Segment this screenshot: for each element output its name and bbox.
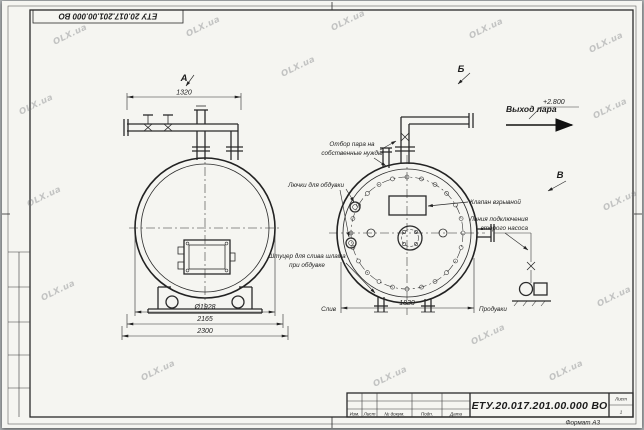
steam-outlet-label: Выход пара (506, 104, 557, 114)
blow-hatch-2 (345, 237, 357, 249)
dim-2165-label: 2165 (196, 316, 213, 323)
view-label-b: Б (458, 64, 465, 75)
tb-sheet-number: 1 (620, 410, 623, 415)
tb-doc-number: ЕТУ.20.017.201.00.000 ВО (472, 400, 608, 412)
fire-door (177, 239, 236, 275)
explosion-valve-label: Клапан взрывной (470, 198, 521, 206)
drain-label: Слив (321, 306, 337, 313)
boiler-front-view: 1320 (121, 73, 289, 340)
front-view-dimensions: Ø1928 2165 2300 (121, 234, 289, 340)
top-stamp-doc-number: ЕТУ 20.017.201.00.000 ВО (58, 12, 157, 21)
tb-sheet-word: Лист (614, 397, 627, 402)
front-view-piping (123, 105, 243, 160)
view-label-v: В (557, 170, 564, 181)
sludge-label-2: при обдувке (289, 261, 325, 269)
second-pump-line (477, 224, 551, 307)
top-left-stamp: ЕТУ 20.017.201.00.000 ВО (32, 9, 184, 24)
boiler-rear-view: 1830 Б В (329, 64, 567, 315)
tb-col-ndocum: № докум. (384, 412, 404, 417)
steam-outlet-piping (395, 113, 474, 164)
tb-col-list: Лист (363, 412, 376, 417)
left-nozzle (366, 228, 376, 238)
blowdown-label: Продувки (479, 305, 507, 313)
pump (518, 281, 534, 297)
own-needs-label-1: Отбор пара на (329, 140, 375, 148)
bolt-ring (348, 174, 466, 292)
tb-col-izm: Изм. (350, 412, 360, 417)
tb-col-podp: Подп. (421, 412, 433, 417)
right-nozzle (438, 228, 448, 238)
blow-hatch-1 (349, 201, 361, 213)
pump-motor (533, 282, 548, 296)
dim-rear-span: 1830 (340, 258, 475, 313)
view-label-a: А (180, 73, 188, 84)
dim-diameter-label: Ø1928 (193, 304, 215, 311)
steam-takeoff-stub (380, 147, 392, 168)
dim-1320-label: 1320 (176, 90, 192, 97)
explosion-valve (388, 195, 427, 216)
dim-pipe-span: 1320 (126, 90, 242, 110)
bottom-stubs (374, 297, 435, 313)
title-block: Изм. Лист № докум. Подп. Дата ЕТУ.20.017… (346, 392, 634, 427)
dim-1830-label: 1830 (399, 300, 415, 307)
dim-2300-label: 2300 (196, 328, 213, 335)
pump-line-label-2: второго насоса (481, 225, 529, 232)
elevation-label: +2.800 (543, 99, 565, 106)
format-note: Формат А3 (566, 420, 601, 427)
tb-col-data: Дата (449, 412, 463, 417)
annotations: Выход пара +2.800 Отбор пара на собствен… (268, 99, 579, 313)
pump-line-label-1: Линия подключения (469, 215, 529, 223)
own-needs-label-2: собственные нужды (321, 149, 383, 157)
manhole-flange (397, 225, 423, 251)
blow-hatches-label: Лючки для обдувки (287, 181, 344, 189)
sludge-label-1: Штуцер для слива шлама (268, 252, 346, 260)
